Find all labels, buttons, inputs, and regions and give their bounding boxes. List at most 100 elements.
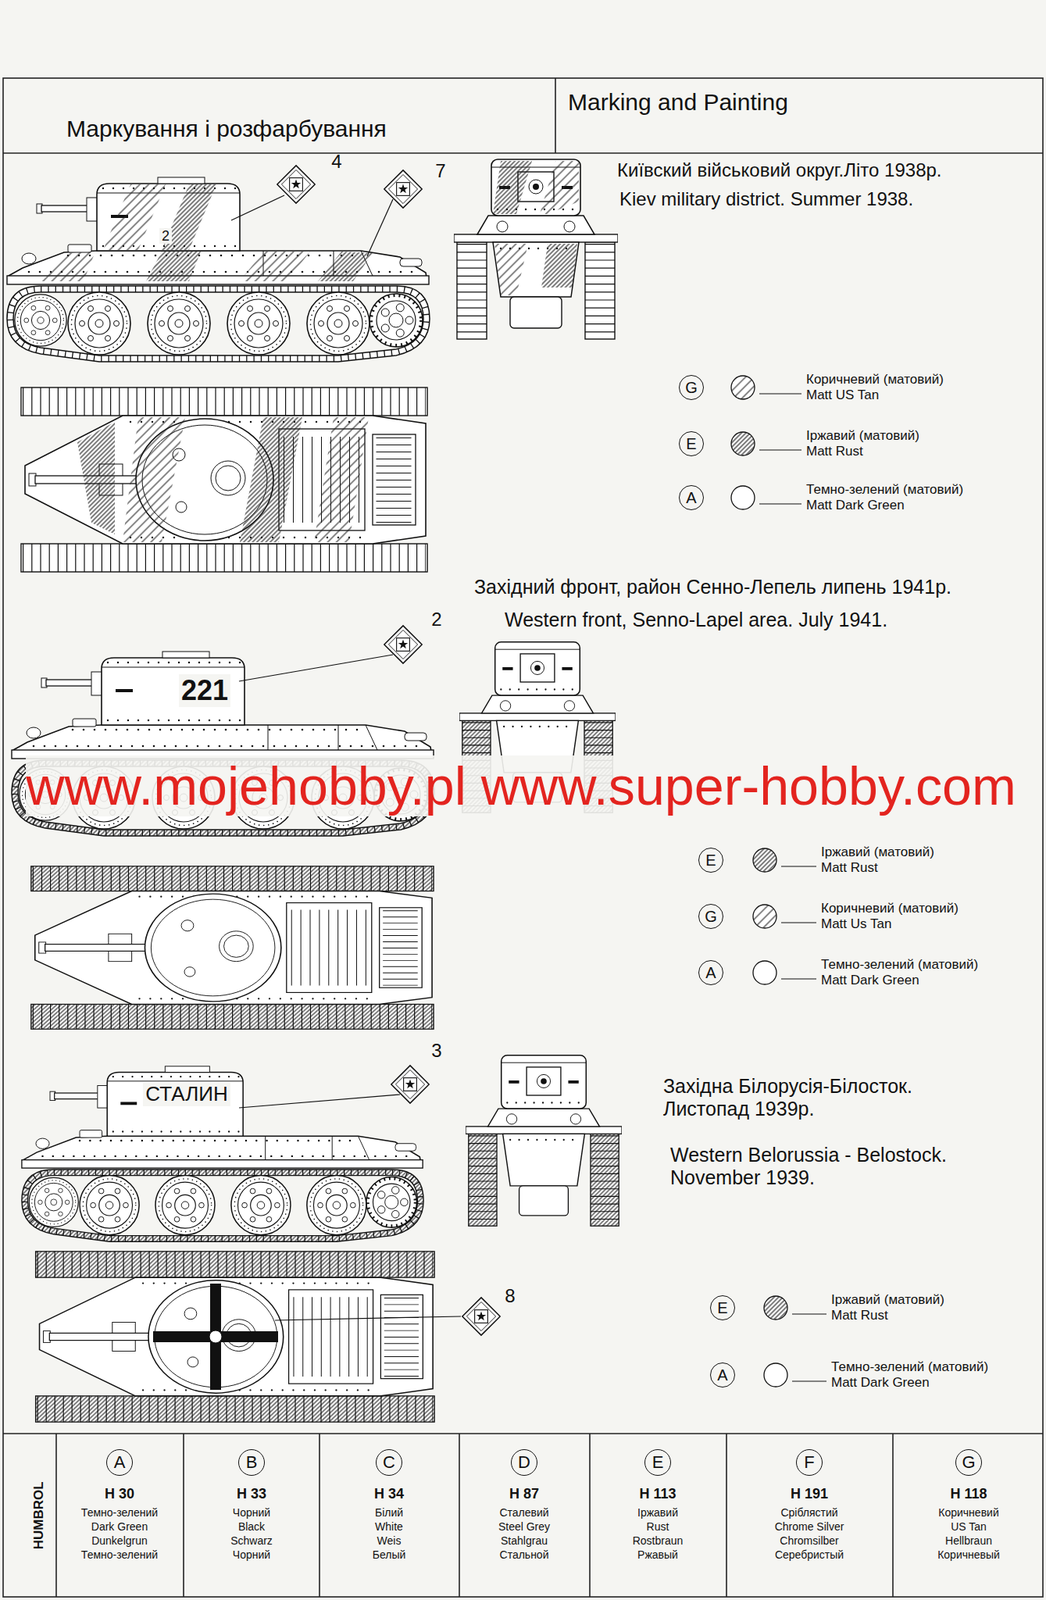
legend-swatch-outline xyxy=(753,960,777,985)
paint-table-grid-part xyxy=(318,1433,321,1597)
paint-name: Black xyxy=(238,1520,265,1533)
paint-name: White xyxy=(374,1520,404,1533)
paint-code-circle: E xyxy=(644,1449,672,1476)
paint-table-grid xyxy=(3,1433,1043,1597)
tank-scheme-3-part xyxy=(239,1094,400,1108)
paint-name: Dunkelgrun xyxy=(91,1534,148,1547)
legend-swatch-group xyxy=(729,430,807,457)
tank-scheme-1-part xyxy=(231,195,285,221)
legend-dash xyxy=(792,1313,827,1314)
camouflage-front-part xyxy=(494,243,529,296)
paint-code-circle: C xyxy=(375,1449,403,1476)
camouflage-front-part xyxy=(492,160,532,215)
callout-number: 4 xyxy=(331,150,342,173)
paint-name: Chromsilber xyxy=(779,1534,839,1547)
scheme-caption: Західна Білорусія-Білосток. Листопад 193… xyxy=(663,1074,972,1121)
paint-name: Іржавий xyxy=(637,1506,679,1519)
tank-scheme-3-part xyxy=(391,1065,429,1104)
paint-table-grid-part xyxy=(55,1433,58,1597)
watermark: www.mojehobby.pl www.super-hobby.com xyxy=(25,755,1017,817)
paint-code-circle: G xyxy=(698,903,724,929)
legend-swatch-group xyxy=(762,1294,832,1321)
paint-code-circle: D xyxy=(510,1449,538,1476)
paint-name: Rostbraun xyxy=(632,1534,684,1547)
legend-dash xyxy=(759,449,802,450)
paint-code-letter: A xyxy=(685,489,697,506)
sheet-frame-part xyxy=(3,152,1043,154)
legend-swatch-group xyxy=(762,1361,832,1389)
paint-code-letter: A xyxy=(705,964,716,981)
paint-name: Chrome Silver xyxy=(774,1520,845,1533)
legend-dash xyxy=(781,978,817,979)
legend-swatch-outline xyxy=(753,848,777,872)
camouflage-side-part xyxy=(146,251,201,282)
paint-code-letter: E xyxy=(717,1299,728,1316)
legend-swatch-group xyxy=(751,959,822,986)
sheet-title: Маркування і розфарбування xyxy=(66,115,387,143)
paint-table-grid-part xyxy=(182,1433,185,1597)
paint-code: H 33 xyxy=(236,1485,267,1503)
callout-number: 8 xyxy=(504,1285,515,1307)
paint-code-circle: A xyxy=(678,485,704,511)
paint-table-grid-part xyxy=(589,1433,591,1597)
legend-swatch-hatch xyxy=(731,375,755,400)
legend-dash xyxy=(759,503,802,504)
paint-code-circle: G xyxy=(955,1449,982,1476)
tank-scheme-1-part xyxy=(21,387,428,572)
paint-code-circle: F xyxy=(796,1449,823,1476)
paint-code: H 34 xyxy=(374,1485,404,1503)
tank-scheme-1-part xyxy=(384,170,422,208)
sheet-frame-part xyxy=(3,78,1043,1597)
camouflage-side xyxy=(36,184,373,282)
paint-code-letter: E xyxy=(705,852,716,868)
paint-code-letter: G xyxy=(704,908,718,925)
paint-name: Steel Grey xyxy=(498,1520,550,1533)
turret-slogan: СТАЛИН xyxy=(142,1082,230,1107)
paint-code-letter: D xyxy=(517,1453,531,1471)
tank-scheme-1 xyxy=(7,159,618,572)
paint-name: Ржавый xyxy=(637,1548,679,1561)
tank-scheme-3-part xyxy=(35,1251,435,1422)
tank-scheme-2-part xyxy=(31,866,434,1029)
legend-swatch xyxy=(731,375,755,400)
paint-code-circle: E xyxy=(698,847,724,873)
tank-scheme-3-part xyxy=(462,1297,500,1336)
camouflage-top xyxy=(77,417,369,543)
legend-dash xyxy=(759,392,802,394)
legend-text: Іржавий (матовий) Matt Rust xyxy=(806,428,929,459)
scheme-caption: Western Belorussia - Belostock. November… xyxy=(670,1143,995,1189)
paint-name: Schwarz xyxy=(230,1534,273,1547)
sheet-frame xyxy=(3,78,1043,1597)
camouflage-front-part xyxy=(539,160,579,215)
camouflage-side-part xyxy=(36,251,96,282)
paint-name: Чорний xyxy=(232,1506,271,1519)
legend-swatch xyxy=(753,904,777,929)
legend-text: Коричневий (матовий) Matt US Tan xyxy=(806,371,957,403)
paint-name: Коричневый xyxy=(937,1548,1000,1561)
paint-code: H 118 xyxy=(949,1485,987,1503)
legend-swatch xyxy=(763,1295,788,1320)
paint-code-circle: A xyxy=(698,960,724,986)
tank-scheme-2 xyxy=(11,625,616,1029)
legend-swatch-outline xyxy=(763,1363,788,1387)
turret-cross-part xyxy=(153,1331,279,1343)
camouflage-side-part xyxy=(103,184,166,250)
paint-code-letter: G xyxy=(961,1453,975,1471)
scheme-caption: Kiev military district. Summer 1938. xyxy=(619,188,914,211)
legend-swatch-hatch xyxy=(753,848,777,872)
legend-dash xyxy=(792,1380,827,1382)
callout-number: 3 xyxy=(431,1039,442,1062)
paint-table-grid-part xyxy=(892,1433,894,1597)
paint-name: Weis xyxy=(377,1534,402,1547)
camouflage-top-part xyxy=(239,417,303,543)
paint-name: Коричневий xyxy=(938,1506,999,1519)
legend-swatch xyxy=(731,485,755,510)
paint-code-circle: A xyxy=(106,1449,133,1476)
paint-code-letter: E xyxy=(652,1453,665,1471)
legend-swatch-outline xyxy=(731,431,755,456)
legend-text: Іржавий (матовий) Matt Rust xyxy=(821,844,943,875)
callout-number: 7 xyxy=(435,160,446,183)
paint-table-grid-part xyxy=(3,1432,1043,1435)
paint-name: Білий xyxy=(374,1506,404,1519)
paint-code-letter: C xyxy=(382,1453,396,1471)
